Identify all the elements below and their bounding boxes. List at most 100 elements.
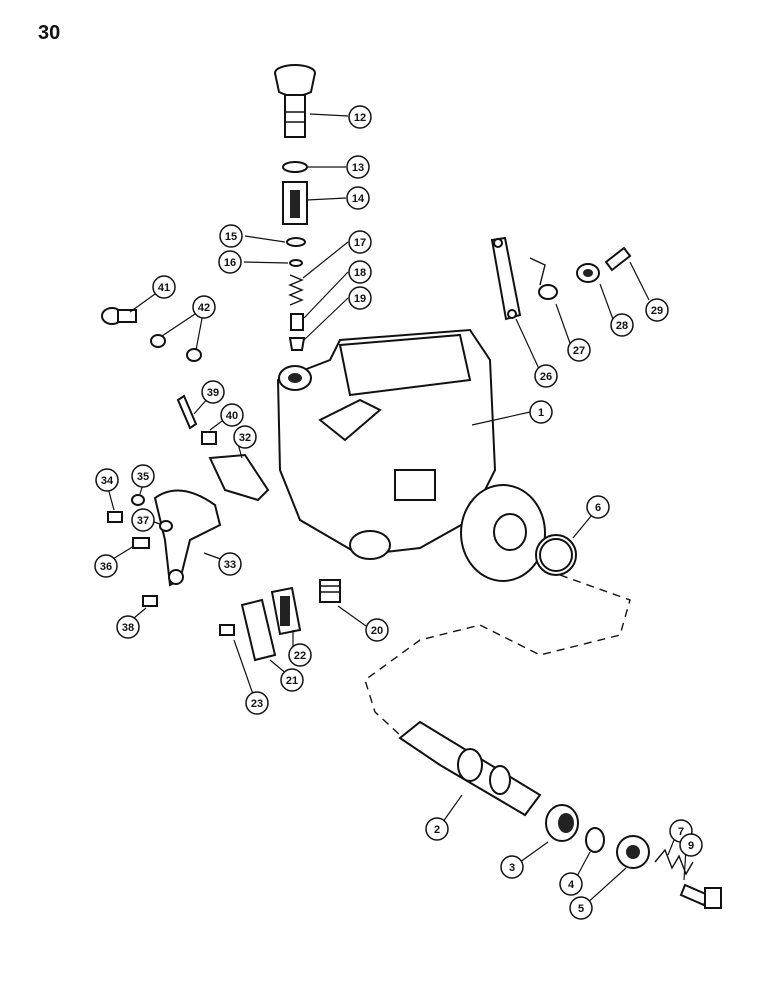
- callout-label: 38: [122, 622, 134, 634]
- part-7-spring: [654, 848, 694, 876]
- callout-label: 40: [226, 410, 238, 422]
- callout-label: 22: [294, 650, 306, 662]
- page-number: 30: [38, 22, 61, 44]
- callout-16: 16: [218, 250, 242, 274]
- callout-12: 12: [348, 105, 372, 129]
- part-16-o-ring: [289, 259, 303, 267]
- callout-label: 13: [352, 162, 364, 174]
- callout-13: 13: [346, 155, 370, 179]
- callout-42: 42: [192, 295, 216, 319]
- callout-2: 2: [425, 817, 449, 841]
- callout-label: 42: [198, 302, 210, 314]
- callout-18: 18: [348, 260, 372, 284]
- callout-39: 39: [201, 380, 225, 404]
- part-22-gasket: [270, 586, 302, 636]
- callout-circle: [152, 275, 176, 299]
- callout-circle: [569, 896, 593, 920]
- callout-33: 33: [218, 552, 242, 576]
- callout-label: 15: [225, 231, 237, 243]
- callout-23: 23: [245, 691, 269, 715]
- callout-circle: [500, 855, 524, 879]
- callout-19: 19: [348, 286, 372, 310]
- callout-circle: [348, 230, 372, 254]
- callout-34: 34: [95, 468, 119, 492]
- callout-9: 9: [679, 833, 703, 857]
- callout-circle: [346, 186, 370, 210]
- part-39-screw: [176, 394, 198, 430]
- callout-circle: [567, 338, 591, 362]
- callout-circle: [192, 295, 216, 319]
- callout-label: 4: [568, 879, 575, 891]
- callout-label: 21: [286, 675, 298, 687]
- callout-35: 35: [131, 464, 155, 488]
- callout-circle: [131, 508, 155, 532]
- callout-circle: [346, 155, 370, 179]
- callout-28: 28: [610, 313, 634, 337]
- part-19-fitting: [288, 337, 306, 351]
- callout-circle: [679, 833, 703, 857]
- part-5-nut: [616, 835, 650, 869]
- callout-1: 1: [529, 400, 553, 424]
- part-13-washer: [282, 161, 308, 173]
- callout-circle: [425, 817, 449, 841]
- callout-circle: [201, 380, 225, 404]
- part-37-washer: [159, 520, 173, 532]
- callout-circle: [219, 224, 243, 248]
- callout-4: 4: [559, 872, 583, 896]
- callout-38: 38: [116, 615, 140, 639]
- callout-circle: [645, 298, 669, 322]
- callout-label: 18: [354, 267, 366, 279]
- callout-circle: [534, 364, 558, 388]
- callout-circle: [116, 615, 140, 639]
- part-26-link-arm: [490, 236, 522, 321]
- callout-label: 29: [651, 305, 663, 317]
- callout-circle: [586, 495, 610, 519]
- callout-37: 37: [131, 508, 155, 532]
- callout-label: 20: [371, 625, 383, 637]
- callout-label: 3: [509, 862, 515, 874]
- callout-6: 6: [586, 495, 610, 519]
- part-41-banjo-bolt: [101, 307, 137, 325]
- part-32-bracket: [208, 453, 270, 502]
- callout-label: 19: [354, 293, 366, 305]
- callout-label: 12: [354, 112, 366, 124]
- part-2-drive-shaft: [398, 720, 542, 817]
- part-29-screw: [604, 246, 632, 272]
- part-35-washer: [131, 494, 145, 506]
- part-9-bolt: [679, 883, 722, 909]
- part-33-lever-plate: [153, 489, 222, 587]
- part-27-torsion-spring: [529, 257, 558, 300]
- part-3-collar: [545, 804, 579, 842]
- callout-26: 26: [534, 364, 558, 388]
- callout-5: 5: [569, 896, 593, 920]
- part-21-cover-plate: [240, 598, 277, 662]
- callout-circle: [610, 313, 634, 337]
- callout-circle: [94, 554, 118, 578]
- callout-label: 33: [224, 559, 236, 571]
- callout-20: 20: [365, 618, 389, 642]
- callout-29: 29: [645, 298, 669, 322]
- callout-label: 37: [137, 515, 149, 527]
- callout-circle: [365, 618, 389, 642]
- callout-3: 3: [500, 855, 524, 879]
- part-38-screw: [142, 595, 158, 607]
- callout-circle: [245, 691, 269, 715]
- part-15-washer: [286, 237, 306, 247]
- part-4-circlip: [585, 827, 605, 853]
- callout-circle: [288, 643, 312, 667]
- callout-circle: [220, 403, 244, 427]
- callout-label: 17: [354, 237, 366, 249]
- callout-32: 32: [233, 425, 257, 449]
- callout-label: 23: [251, 698, 263, 710]
- callout-label: 39: [207, 387, 219, 399]
- callout-label: 16: [224, 257, 236, 269]
- callout-label: 14: [352, 193, 365, 205]
- callout-circle: [559, 872, 583, 896]
- part-23-screw: [219, 624, 235, 636]
- callout-label: 28: [616, 320, 628, 332]
- callout-circle: [348, 260, 372, 284]
- part-6-o-ring: [535, 534, 577, 576]
- callout-label: 27: [573, 345, 585, 357]
- callout-label: 5: [578, 903, 584, 915]
